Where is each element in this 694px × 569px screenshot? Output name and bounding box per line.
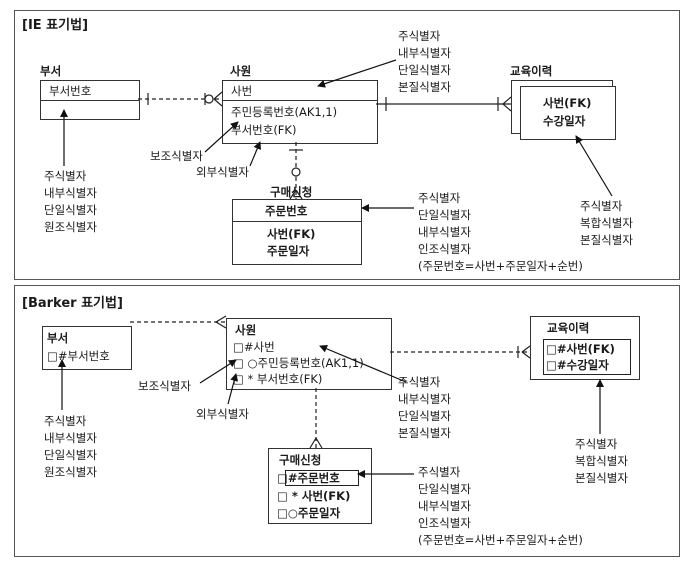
ie-edu-name: 교육이력 xyxy=(510,64,553,78)
ie-edu-attr-2: 수강일자 xyxy=(543,114,586,128)
ie-edu-attr-1: 사번(FK) xyxy=(543,96,592,110)
ie-dept-pk: 부서번호 xyxy=(49,84,92,98)
ie-dept-name: 부서 xyxy=(40,64,62,78)
ie-order-attr-2: 주문일자 xyxy=(267,244,310,258)
barker-emp-attr-1: □#사번 xyxy=(233,340,275,354)
barker-emp-attr-2: □ ○주민등록번호(AK1,1) xyxy=(233,356,364,370)
ie-sub-id-label: 보조식별자 xyxy=(150,149,203,163)
barker-panel-title: [Barker 표기법] xyxy=(22,296,123,311)
barker-order-name: 구매신청 xyxy=(279,453,322,467)
ie-emp-divider xyxy=(223,100,377,101)
ie-emp-pk: 사번 xyxy=(231,84,253,98)
barker-rel-emp-edu xyxy=(390,345,531,359)
ie-edu-entity-inner: 사번(FK) 수강일자 xyxy=(520,86,616,140)
ie-emp-attr-2: 부서번호(FK) xyxy=(231,123,297,137)
barker-order-attr-2: □ * 사번(FK) xyxy=(277,489,351,503)
ie-order-entity[interactable]: 주문번호 사번(FK) 주문일자 xyxy=(232,199,362,265)
barker-rel-dept-emp xyxy=(130,315,227,329)
ie-panel-title: [IE 표기법] xyxy=(22,18,89,33)
ie-dept-divider xyxy=(41,100,139,101)
ie-rel-dept-emp xyxy=(138,91,223,107)
barker-ext-id-label: 외부식별자 xyxy=(196,407,249,421)
ie-emp-name: 사원 xyxy=(230,64,252,78)
barker-emp-attr-3: □ * 부서번호(FK) xyxy=(233,372,323,386)
ie-rel-emp-edu xyxy=(376,96,512,112)
barker-rel-emp-order xyxy=(309,388,323,449)
barker-arrows xyxy=(58,345,604,478)
barker-sub-id-label: 보조식별자 xyxy=(138,379,191,393)
ie-ext-id-label: 외부식별자 xyxy=(196,165,249,179)
barker-emp-entity[interactable]: 사원 □#사번 □ ○주민등록번호(AK1,1) □ * 부서번호(FK) xyxy=(226,318,392,390)
barker-dept-name: 부서 xyxy=(47,331,69,345)
barker-order-attr-3: □○주문일자 xyxy=(277,506,341,520)
barker-edu-attr-2: □#수강일자 xyxy=(546,358,609,372)
ie-order-divider xyxy=(233,221,361,222)
barker-order-entity[interactable]: 구매신청 □#주문번호 □ * 사번(FK) □○주문일자 xyxy=(268,448,372,524)
ie-emp-attr-1: 주민등록번호(AK1,1) xyxy=(231,105,338,119)
ie-order-name: 구매신청 xyxy=(270,185,313,199)
barker-edu-entity[interactable]: 교육이력 □#사번(FK) □#수강일자 xyxy=(530,316,640,380)
barker-emp-name: 사원 xyxy=(235,323,257,337)
ie-arrows xyxy=(60,59,613,212)
ie-order-attr-1: 사번(FK) xyxy=(267,227,316,241)
ie-emp-entity[interactable]: 사번 주민등록번호(AK1,1) 부서번호(FK) xyxy=(222,80,378,144)
barker-edu-attrs-box: □#사번(FK) □#수강일자 xyxy=(543,339,631,375)
ie-dept-entity[interactable]: 부서번호 xyxy=(40,80,140,120)
barker-edu-name: 교육이력 xyxy=(547,321,590,335)
ie-order-pk: 주문번호 xyxy=(265,204,308,218)
barker-order-attr-1: □#주문번호 xyxy=(277,471,340,485)
barker-edu-attr-1: □#사번(FK) xyxy=(546,342,615,356)
ie-rel-emp-order xyxy=(289,142,303,200)
barker-order-pk-box xyxy=(285,470,359,486)
